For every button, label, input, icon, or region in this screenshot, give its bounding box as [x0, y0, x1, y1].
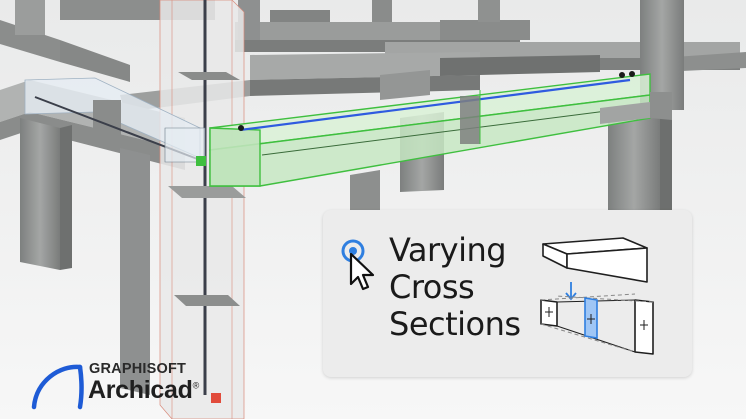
- right-beam-stub: [600, 92, 672, 124]
- feature-title: Varying Cross Sections: [389, 232, 521, 343]
- registered-mark: ®: [192, 380, 200, 391]
- target-cursor-icon: [341, 239, 375, 291]
- selected-green-beam: [196, 71, 651, 187]
- brand-company: GRAPHISOFT: [89, 361, 187, 377]
- feature-title-line-1: Varying: [389, 231, 507, 269]
- feature-title-line-3: Sections: [389, 305, 521, 343]
- archicad-arc-logo: [31, 364, 84, 410]
- brand-product-name: Archicad: [88, 376, 193, 404]
- brand-logo: GRAPHISOFT Archicad®: [30, 361, 230, 411]
- back-columns: [15, 0, 684, 110]
- feature-title-line-2: Cross: [389, 268, 475, 306]
- selected-column: [159, 0, 246, 419]
- transparent-beam-left: [24, 77, 206, 163]
- feature-card: Varying Cross Sections: [323, 210, 692, 377]
- varying-cross-section-icon: [540, 237, 654, 355]
- brand-product: Archicad®: [88, 376, 199, 405]
